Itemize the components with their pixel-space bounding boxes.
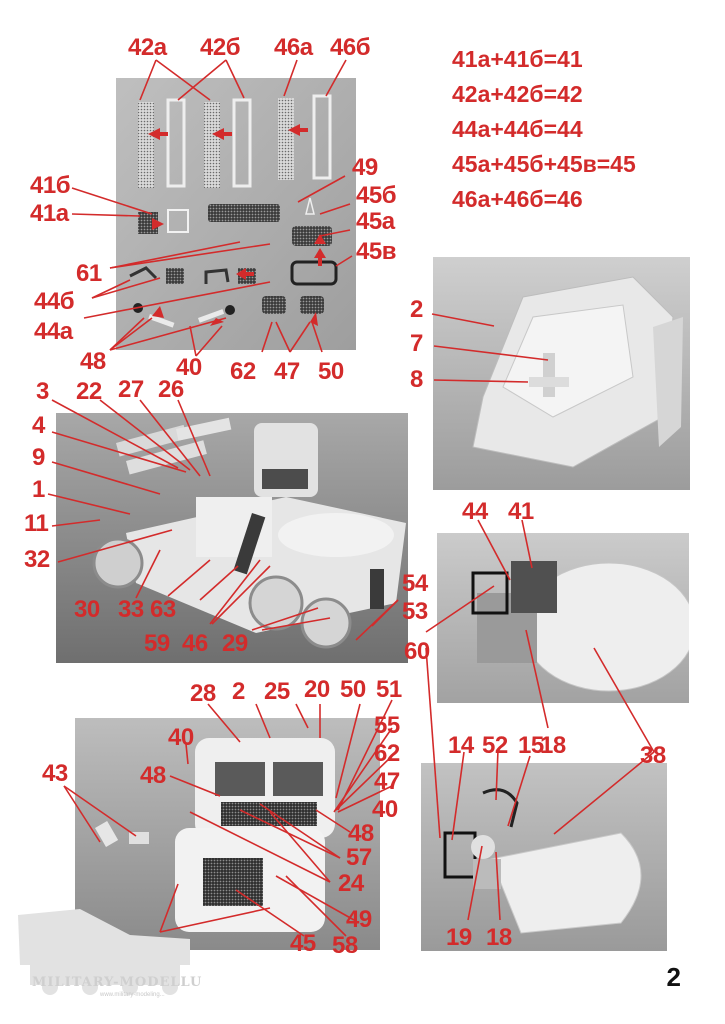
label-44b: 44б — [34, 288, 75, 315]
label-cab-55: 55 — [374, 712, 400, 739]
label-49: 49 — [352, 154, 378, 181]
label-46a: 46а — [274, 34, 313, 61]
label-chassis-54: 54 — [402, 570, 428, 597]
label-platform-60: 60 — [404, 638, 430, 665]
chassis-photo — [56, 413, 408, 663]
label-interior-7: 7 — [410, 330, 423, 357]
label-47: 47 — [274, 358, 300, 385]
label-chassis-27: 27 — [118, 376, 144, 403]
label-cab-43: 43 — [42, 760, 68, 787]
label-cab-2: 2 — [232, 678, 245, 705]
label-cab-51: 51 — [376, 676, 402, 703]
label-chassis-29: 29 — [222, 630, 248, 657]
page-number: 2 — [666, 962, 681, 992]
label-42b: 42б — [200, 34, 241, 61]
label-cab-48b: 48 — [348, 820, 374, 847]
label-cab-45: 45 — [290, 930, 316, 957]
formula-45: 45а+45б+45в=45 — [452, 151, 636, 177]
label-chassis-22: 22 — [76, 378, 102, 405]
label-chassis-30: 30 — [74, 596, 100, 623]
cab-interior-image — [433, 257, 690, 490]
label-40: 40 — [176, 354, 202, 381]
label-chassis-4: 4 — [32, 412, 45, 439]
label-45v: 45в — [356, 238, 396, 265]
label-chassis-59: 59 — [144, 630, 170, 657]
label-cab-57: 57 — [346, 844, 372, 871]
label-45a: 45а — [356, 208, 395, 235]
formula-44: 44а+44б=44 — [452, 116, 583, 142]
label-chassis-1: 1 — [32, 476, 45, 503]
label-cab-48a: 48 — [140, 762, 166, 789]
label-cab-40a: 40 — [168, 724, 194, 751]
label-chassis-33: 33 — [118, 596, 144, 623]
label-44a: 44а — [34, 318, 73, 345]
label-chassis-9: 9 — [32, 444, 45, 471]
label-chassis-63: 63 — [150, 596, 176, 623]
cab-front-photo — [75, 718, 380, 950]
watermark-text: MILITARY-MODELLU — [32, 975, 203, 990]
rear-platform-image — [437, 533, 689, 703]
label-50: 50 — [318, 358, 344, 385]
label-chassis-32: 32 — [24, 546, 50, 573]
formula-42: 42а+42б=42 — [452, 81, 583, 107]
rear-details-photo — [421, 763, 667, 951]
label-cab-25: 25 — [264, 678, 290, 705]
label-platform-18: 18 — [540, 732, 566, 759]
assembly-formulas: 41а+41б=41 42а+42б=42 44а+44б=44 45а+45б… — [452, 42, 636, 217]
label-41b: 41б — [30, 172, 71, 199]
label-rear-15: 15 — [518, 732, 544, 759]
label-cab-20: 20 — [304, 676, 330, 703]
rear-details-image — [421, 763, 667, 951]
watermark-url: www.military-modeling... — [100, 992, 165, 998]
watermark-logo — [18, 909, 190, 995]
label-cab-47: 47 — [374, 768, 400, 795]
label-46b: 46б — [330, 34, 371, 61]
formula-41: 41а+41б=41 — [452, 46, 583, 72]
label-62: 62 — [230, 358, 256, 385]
formula-46: 46а+46б=46 — [452, 186, 583, 212]
label-41a: 41а — [30, 200, 69, 227]
label-chassis-3: 3 — [36, 378, 49, 405]
label-rear-18: 18 — [486, 924, 512, 951]
label-chassis-11: 11 — [24, 510, 49, 537]
cab-interior-photo — [433, 257, 690, 490]
label-rear-19: 19 — [446, 924, 472, 951]
chassis-image — [56, 413, 408, 663]
label-cab-62: 62 — [374, 740, 400, 767]
label-cab-40b: 40 — [372, 796, 398, 823]
label-interior-2: 2 — [410, 296, 423, 323]
label-48: 48 — [80, 348, 106, 375]
label-61: 61 — [76, 260, 102, 287]
label-rear-14: 14 — [448, 732, 474, 759]
label-cab-50: 50 — [340, 676, 366, 703]
cab-front-image — [75, 718, 380, 950]
rear-platform-photo — [437, 533, 689, 703]
label-interior-8: 8 — [410, 366, 423, 393]
label-platform-44: 44 — [462, 498, 488, 525]
label-cab-58: 58 — [332, 932, 358, 959]
label-platform-41: 41 — [508, 498, 534, 525]
label-cab-49: 49 — [346, 906, 372, 933]
label-rear-52: 52 — [482, 732, 508, 759]
label-42a: 42а — [128, 34, 167, 61]
label-chassis-53: 53 — [402, 598, 428, 625]
label-platform-38: 38 — [640, 742, 666, 769]
label-cab-28: 28 — [190, 680, 216, 707]
label-chassis-26: 26 — [158, 376, 184, 403]
label-chassis-46: 46 — [182, 630, 208, 657]
label-45b: 45б — [356, 182, 397, 209]
label-cab-24: 24 — [338, 870, 364, 897]
